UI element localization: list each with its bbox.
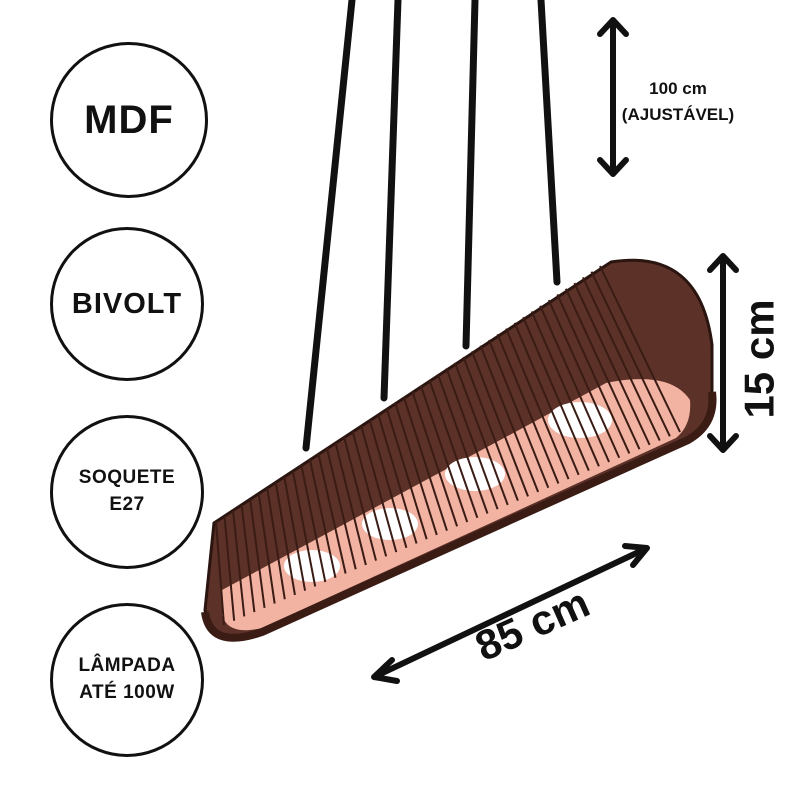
wood-slat (325, 447, 357, 570)
wood-slat (360, 425, 398, 553)
cable-length-value: 100 cm (649, 79, 707, 98)
cable-2 (380, 0, 402, 402)
wood-slat (385, 407, 428, 540)
wood-slat (402, 396, 448, 531)
wood-slat (590, 271, 671, 437)
wood-slat (522, 316, 590, 471)
wood-slat (462, 356, 519, 501)
wood-slat (249, 499, 266, 608)
length-arrow (373, 546, 648, 679)
wood-slat (308, 459, 337, 579)
wood-slat (556, 294, 631, 454)
wood-slat (471, 350, 529, 497)
wood-slat (547, 299, 621, 459)
wood-slat (283, 476, 307, 591)
wood-slat (513, 322, 580, 476)
wood-slat (317, 453, 347, 574)
wood-slat (394, 402, 438, 536)
wood-slat (232, 510, 246, 617)
wood-slat (411, 390, 459, 527)
wood-slat (334, 442, 367, 566)
wood-slat (266, 487, 286, 600)
wood-slat (488, 339, 550, 489)
lamp-body (201, 258, 717, 642)
dimension-arrows (371, 17, 739, 684)
badge-socket-line1: SOQUETE (78, 467, 176, 489)
wood-slat (300, 464, 327, 583)
height-arrow-head-top (707, 253, 739, 273)
wood-slat (530, 311, 600, 467)
wood-slat (445, 368, 499, 510)
wood-slat (215, 521, 225, 626)
badge-bulb-line2: ATÉ 100W (79, 682, 175, 703)
wood-slat (436, 373, 489, 514)
cable-1 (302, 0, 356, 452)
wood-slat (291, 470, 317, 587)
wood-slat (274, 482, 296, 596)
wood-slat (582, 276, 661, 442)
lamp-bottom-rim (201, 391, 717, 642)
length-arrow-head-right (622, 543, 650, 568)
cable-3 (462, 0, 479, 350)
badge-bulb-line1: LÂMPADA (78, 655, 176, 677)
wood-slat (368, 419, 408, 549)
wood-slats (215, 265, 681, 626)
wood-slat (539, 305, 610, 463)
height-label: 15 cm (735, 299, 783, 419)
cable-arrow-head-bottom (597, 157, 629, 177)
wood-slat (428, 379, 479, 519)
wood-slat (351, 430, 388, 557)
wood-slat (496, 333, 560, 484)
wood-slat (453, 362, 509, 506)
wood-slat (343, 436, 377, 561)
badge-bulb: LÂMPADA ATÉ 100W (50, 603, 204, 757)
cable-length-note: (AJUSTÁVEL) (621, 105, 735, 125)
length-arrow-head-left (371, 657, 400, 684)
badge-voltage-label: BIVOLT (71, 287, 183, 320)
wood-slat (257, 493, 276, 604)
badge-socket-line2: E27 (109, 494, 145, 515)
cable-arrow-head-top (597, 17, 629, 37)
wood-slat (479, 345, 540, 493)
cable-length-label: 100 cm (AJUSTÁVEL) (588, 76, 768, 129)
cable-4 (537, 0, 561, 286)
badge-material-label: MDF (84, 97, 174, 142)
wood-slat (223, 516, 236, 621)
wood-slat (505, 328, 570, 480)
badge-material: MDF (50, 42, 208, 198)
wood-slat (573, 282, 651, 446)
wood-slat (419, 385, 469, 523)
suspension-cables (302, 0, 561, 452)
badge-voltage: BIVOLT (50, 227, 204, 381)
wood-slat (599, 265, 681, 433)
wood-slat (377, 413, 418, 544)
height-arrow-head-bottom (707, 433, 739, 453)
wood-slat (564, 288, 641, 450)
wood-slat (240, 504, 256, 613)
badge-socket: SOQUETE E27 (50, 415, 204, 569)
